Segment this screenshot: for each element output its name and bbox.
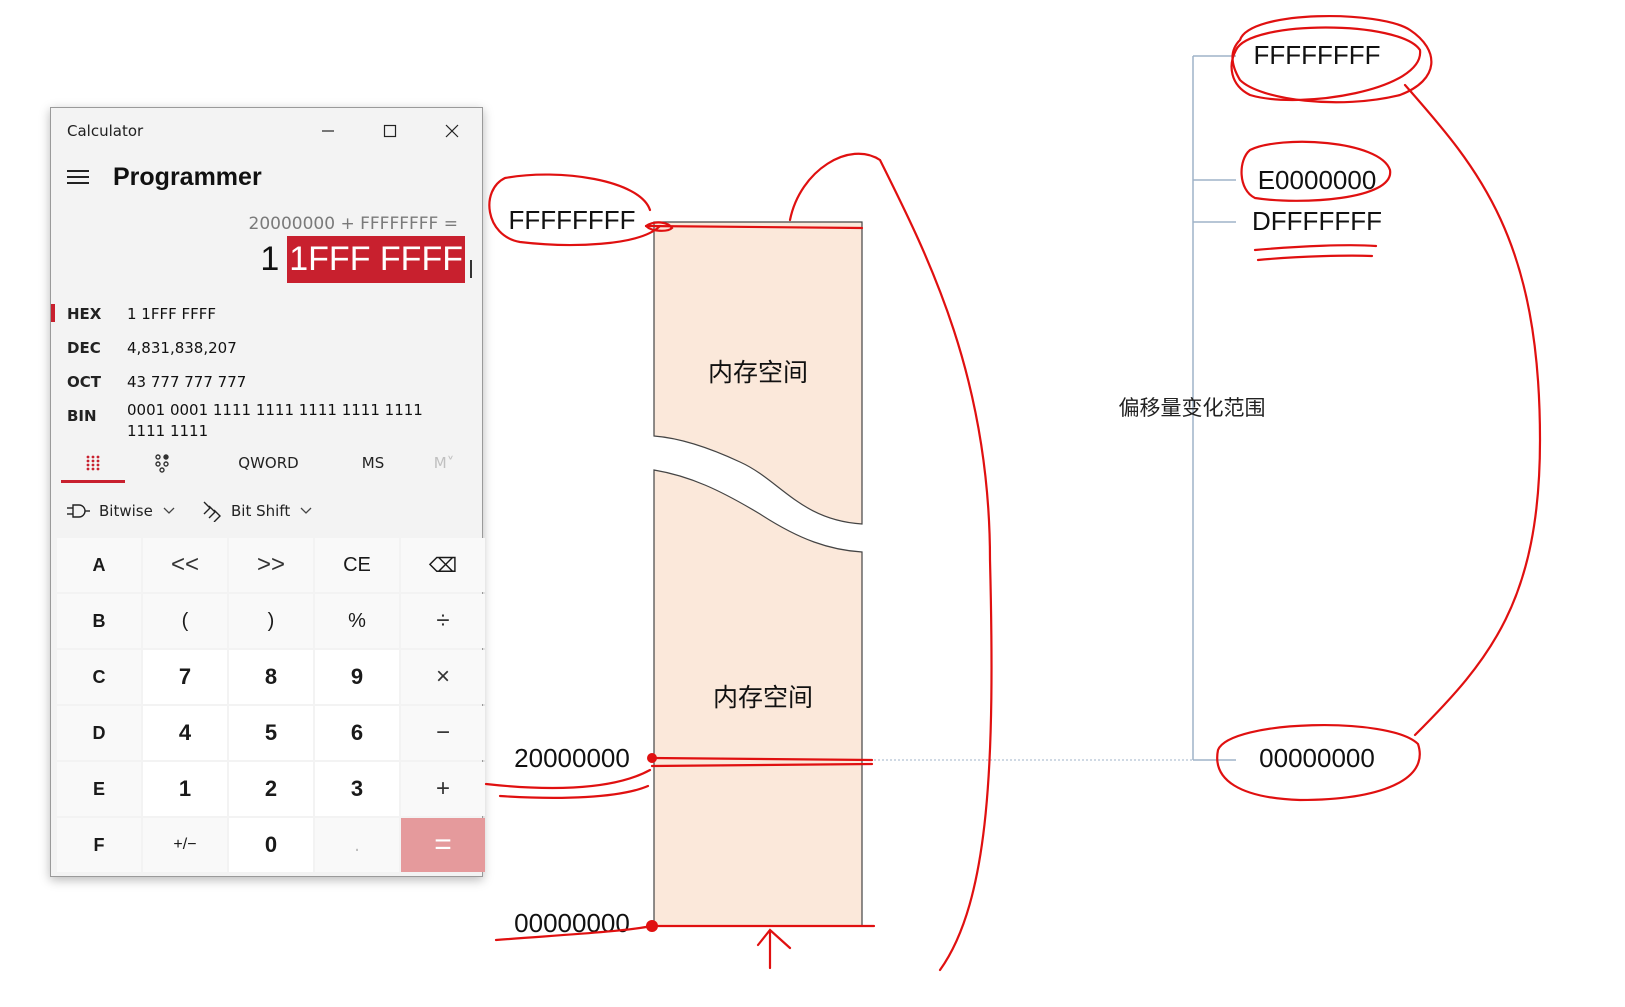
hamburger-menu-icon[interactable] <box>67 170 89 186</box>
keypad: A << >> CE ⌫ B ( ) % ÷ C 7 8 9 × D 4 5 6… <box>57 538 485 874</box>
key-percent[interactable]: % <box>315 594 399 648</box>
radix-name: OCT <box>67 373 101 391</box>
key-d[interactable]: D <box>57 706 141 760</box>
key-divide[interactable]: ÷ <box>401 594 485 648</box>
close-icon <box>445 124 459 138</box>
tab-full-keypad[interactable] <box>61 444 125 482</box>
radix-value: 1 1FFF FFFF <box>127 305 217 323</box>
right-label-bottom: 00000000 <box>1259 743 1375 773</box>
key-backspace[interactable]: ⌫ <box>401 538 485 592</box>
bitshift-dropdown[interactable]: Bit Shift <box>201 494 312 528</box>
key-e[interactable]: E <box>57 762 141 816</box>
radix-oct[interactable]: OCT 43 777 777 777 <box>51 366 482 398</box>
key-c[interactable]: C <box>57 650 141 704</box>
key-equals[interactable]: = <box>401 818 485 872</box>
key-decimal[interactable]: . <box>315 818 399 872</box>
active-tab-indicator <box>61 480 125 483</box>
memory-label-upper: 内存空间 <box>708 358 808 387</box>
key-a[interactable]: A <box>57 538 141 592</box>
marker-dot <box>647 753 657 763</box>
mode-title: Programmer <box>113 163 262 191</box>
offset-range-bracket <box>1192 55 1236 761</box>
minimize-button[interactable] <box>305 114 351 148</box>
minimize-icon <box>322 130 334 132</box>
memory-label-lower: 内存空间 <box>713 683 813 712</box>
key-4[interactable]: 4 <box>143 706 227 760</box>
key-b[interactable]: B <box>57 594 141 648</box>
key-2[interactable]: 2 <box>229 762 313 816</box>
active-radix-marker <box>51 304 55 322</box>
key-close-paren[interactable]: ) <box>229 594 313 648</box>
key-right-shift[interactable]: >> <box>229 538 313 592</box>
memory-recall-button[interactable]: M˅ <box>433 454 455 472</box>
radix-hex[interactable]: HEX 1 1FFF FFFF <box>51 298 482 330</box>
red-annotations <box>484 14 1542 972</box>
logic-gate-icon <box>67 504 90 518</box>
radix-value: 43 777 777 777 <box>127 373 247 391</box>
key-f[interactable]: F <box>57 818 141 872</box>
radix-bin[interactable]: BIN 0001 0001 1111 1111 1111 1111 1111 1… <box>51 394 482 440</box>
key-subtract[interactable]: − <box>401 706 485 760</box>
key-7[interactable]: 7 <box>143 650 227 704</box>
key-negate[interactable]: +/− <box>143 818 227 872</box>
left-label-top: FFFFFFFF <box>508 205 635 235</box>
right-label-third: DFFFFFFF <box>1252 206 1382 236</box>
bit-shift-icon <box>203 501 221 522</box>
chevron-down-icon <box>300 507 312 514</box>
key-9[interactable]: 9 <box>315 650 399 704</box>
window-title: Calculator <box>67 122 144 140</box>
radix-value: 4,831,838,207 <box>127 339 237 357</box>
text-cursor-icon <box>470 260 472 278</box>
radix-name: HEX <box>67 305 102 323</box>
right-label-second: E0000000 <box>1258 165 1377 195</box>
key-open-paren[interactable]: ( <box>143 594 227 648</box>
bitwise-dropdown[interactable]: Bitwise <box>67 494 175 528</box>
maximize-icon <box>383 124 397 138</box>
key-0[interactable]: 0 <box>229 818 313 872</box>
key-3[interactable]: 3 <box>315 762 399 816</box>
bit-toggling-icon <box>155 454 169 473</box>
key-clear-entry[interactable]: CE <box>315 538 399 592</box>
expression-display: 20000000 + FFFFFFFF = <box>248 214 458 234</box>
key-8[interactable]: 8 <box>229 650 313 704</box>
key-1[interactable]: 1 <box>143 762 227 816</box>
memory-block-lower <box>653 469 863 927</box>
close-button[interactable] <box>429 114 475 148</box>
offset-range-title: 偏移量变化范围 <box>1119 396 1266 420</box>
title-bar: Calculator <box>51 108 482 154</box>
left-label-bottom: 00000000 <box>514 908 630 938</box>
keypad-grid-icon <box>86 455 100 471</box>
result-display[interactable]: 1 1FFF FFFF <box>260 236 465 283</box>
key-5[interactable]: 5 <box>229 706 313 760</box>
left-label-middle: 20000000 <box>514 743 630 773</box>
bitshift-label: Bit Shift <box>231 502 291 520</box>
bitwise-label: Bitwise <box>99 502 153 520</box>
marker-dot <box>646 920 658 932</box>
memory-block-upper <box>653 221 863 525</box>
key-multiply[interactable]: × <box>401 650 485 704</box>
maximize-button[interactable] <box>367 114 413 148</box>
key-add[interactable]: + <box>401 762 485 816</box>
radix-dec[interactable]: DEC 4,831,838,207 <box>51 332 482 364</box>
right-label-top: FFFFFFFF <box>1253 40 1380 70</box>
calculator-window: Calculator Programmer 20000000 + FFFFFFF… <box>50 107 485 877</box>
radix-name: BIN <box>67 407 97 425</box>
chevron-down-icon <box>163 507 175 514</box>
tab-bit-toggling[interactable] <box>141 444 183 482</box>
result-selected-text: 1FFF FFFF <box>287 236 465 283</box>
keypad-tabs: QWORD MS M˅ <box>51 444 482 484</box>
function-row: Bitwise Bit Shift <box>51 494 482 528</box>
key-6[interactable]: 6 <box>315 706 399 760</box>
radix-name: DEC <box>67 339 101 357</box>
radix-value: 0001 0001 1111 1111 1111 1111 1111 1111 … <box>127 401 423 440</box>
result-prefix: 1 <box>260 240 280 278</box>
key-left-shift[interactable]: << <box>143 538 227 592</box>
memory-store-button[interactable]: MS <box>361 454 385 472</box>
word-size-button[interactable]: QWORD <box>238 454 299 472</box>
